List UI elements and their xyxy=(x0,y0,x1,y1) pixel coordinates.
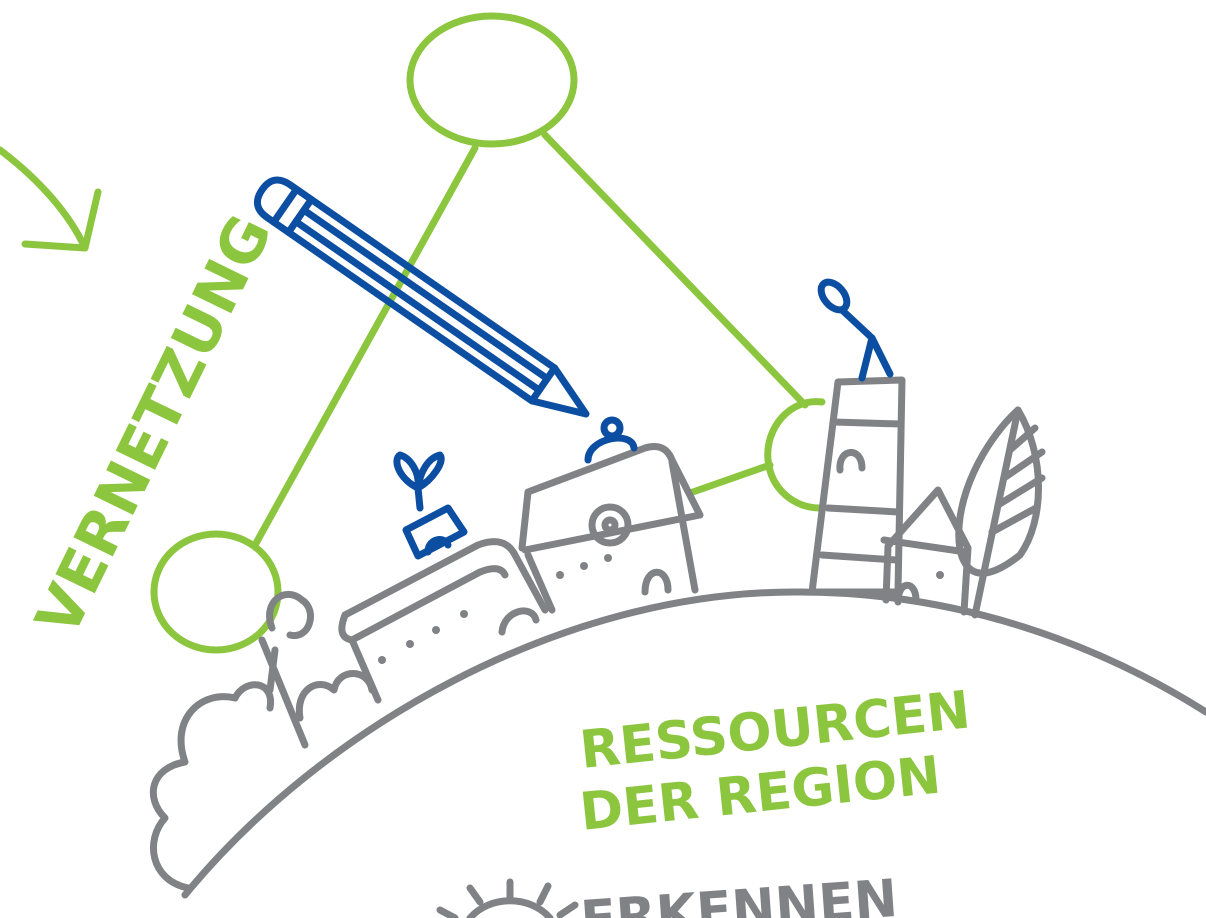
pencil-icon xyxy=(253,176,590,418)
network-edge xyxy=(251,144,479,549)
house-icon xyxy=(518,443,704,614)
globe-outline xyxy=(181,588,1206,899)
network-diagram xyxy=(150,12,826,654)
sun-icon xyxy=(436,878,579,918)
house-icon xyxy=(338,538,549,704)
network-node-right xyxy=(764,398,826,512)
network-node-left xyxy=(150,530,282,654)
tree-icon xyxy=(955,406,1046,619)
arrow-icon xyxy=(0,146,102,252)
network-edge xyxy=(541,131,809,409)
bush-icon xyxy=(149,670,376,892)
bell-icon xyxy=(584,416,638,464)
erkennen-label: ERKENNEN xyxy=(579,869,900,918)
plant-icon xyxy=(393,451,468,560)
network-node-top xyxy=(406,12,578,148)
tree-icon xyxy=(258,590,314,749)
network-edge xyxy=(686,461,774,497)
